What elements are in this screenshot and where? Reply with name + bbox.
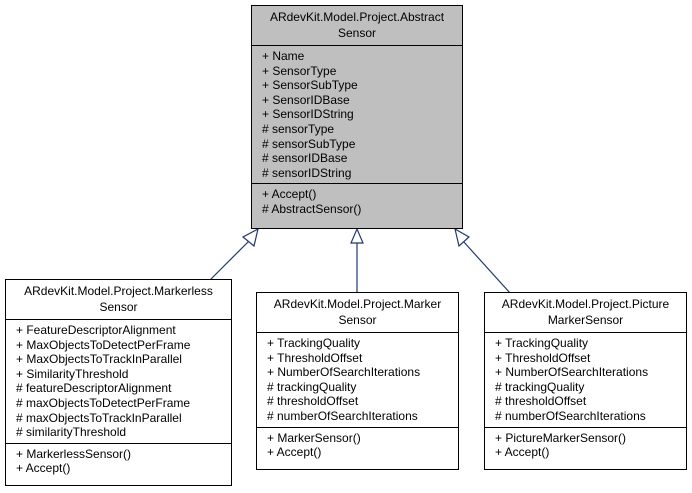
attribute: # sensorIDBase xyxy=(262,151,348,166)
attribute: # maxObjectsToTrackInParallel xyxy=(16,410,182,425)
class-title: ARdevKit.Model.Project.Markerless Sensor xyxy=(6,280,231,320)
attribute: # trackingQuality xyxy=(495,379,585,394)
attribute: # featureDescriptorAlignment xyxy=(16,381,172,396)
attribute: + TrackingQuality xyxy=(495,336,589,350)
operation: + Accept() xyxy=(262,187,317,202)
class-title: ARdevKit.Model.Project.Marker Sensor xyxy=(257,293,458,333)
attribute: # trackingQuality xyxy=(267,379,357,394)
class-title: ARdevKit.Model.Project.Picture MarkerSen… xyxy=(485,293,686,333)
class-marker-sensor[interactable]: ARdevKit.Model.Project.Marker Sensor + T… xyxy=(256,292,459,470)
attribute: + ThresholdOffset xyxy=(495,350,591,365)
attribute: + SensorIDBase xyxy=(262,92,350,107)
operations-section: + MarkerSensor() + Accept() xyxy=(257,426,458,463)
class-title-line: Sensor xyxy=(338,313,377,327)
attribute: # sensorType xyxy=(262,121,335,136)
operations-section: + Accept() # AbstractSensor() xyxy=(252,183,462,219)
attribute: + FeatureDescriptorAlignment xyxy=(16,323,176,337)
class-title-line: ARdevKit.Model.Project.Marker xyxy=(273,297,442,311)
class-title-line: Sensor xyxy=(99,300,138,314)
operation: + Accept() xyxy=(495,445,550,460)
attribute: # thresholdOffset xyxy=(495,394,587,409)
operations-section: + MarkerlessSensor() + Accept() xyxy=(6,442,231,479)
attribute: + SensorType xyxy=(262,63,337,78)
operation: + Accept() xyxy=(16,461,71,476)
attribute: + MaxObjectsToTrackInParallel xyxy=(16,352,182,367)
attribute: + SensorSubType xyxy=(262,78,358,93)
operation: # AbstractSensor() xyxy=(262,201,362,216)
attribute: # sensorIDString xyxy=(262,165,352,180)
attribute: # thresholdOffset xyxy=(267,394,359,409)
attribute: + NumberOfSearchIterations xyxy=(267,365,421,380)
attribute: + TrackingQuality xyxy=(267,336,361,350)
class-picture-marker-sensor[interactable]: ARdevKit.Model.Project.Picture MarkerSen… xyxy=(484,292,687,470)
class-title-line: MarkerSensor xyxy=(547,313,624,327)
attributes-section: + FeatureDescriptorAlignment + MaxObject… xyxy=(6,320,231,443)
attribute: # numberOfSearchIterations xyxy=(495,408,646,423)
attribute: # maxObjectsToDetectPerFrame xyxy=(16,395,191,410)
class-abstract-sensor[interactable]: ARdevKit.Model.Project.Abstract Sensor +… xyxy=(251,5,463,229)
attribute: + NumberOfSearchIterations xyxy=(495,365,649,380)
attribute: + Name xyxy=(262,49,305,63)
class-title-line: ARdevKit.Model.Project.Markerless xyxy=(24,284,213,298)
edge-marker-to-abstract xyxy=(350,227,364,293)
edge-picturemarker-to-abstract xyxy=(454,227,511,294)
attribute: # similarityThreshold xyxy=(16,425,127,440)
attribute: + SensorIDString xyxy=(262,107,354,122)
class-title-line: ARdevKit.Model.Project.Abstract xyxy=(269,10,445,24)
class-title: ARdevKit.Model.Project.Abstract Sensor xyxy=(252,6,462,46)
operation: + PictureMarkerSensor() xyxy=(495,430,627,445)
attribute: # sensorSubType xyxy=(262,136,356,151)
attributes-section: + TrackingQuality + ThresholdOffset + Nu… xyxy=(257,333,458,427)
attribute: + ThresholdOffset xyxy=(267,350,363,365)
attribute: + SimilarityThreshold xyxy=(16,366,129,381)
attribute: + MaxObjectsToDetectPerFrame xyxy=(16,337,191,352)
operation: + Accept() xyxy=(267,445,322,460)
operation: + MarkerlessSensor() xyxy=(16,446,132,461)
attributes-section: + Name + SensorType + SensorSubType + Se… xyxy=(252,46,462,183)
edge-markerless-to-abstract xyxy=(209,227,259,281)
operation: + MarkerSensor() xyxy=(267,430,361,445)
class-markerless-sensor[interactable]: ARdevKit.Model.Project.Markerless Sensor… xyxy=(5,279,232,486)
class-title-line: ARdevKit.Model.Project.Picture xyxy=(501,297,670,311)
attribute: # numberOfSearchIterations xyxy=(267,408,418,423)
class-title-line: Sensor xyxy=(337,26,377,40)
operations-section: + PictureMarkerSensor() + Accept() xyxy=(485,426,686,463)
attributes-section: + TrackingQuality + ThresholdOffset + Nu… xyxy=(485,333,686,427)
